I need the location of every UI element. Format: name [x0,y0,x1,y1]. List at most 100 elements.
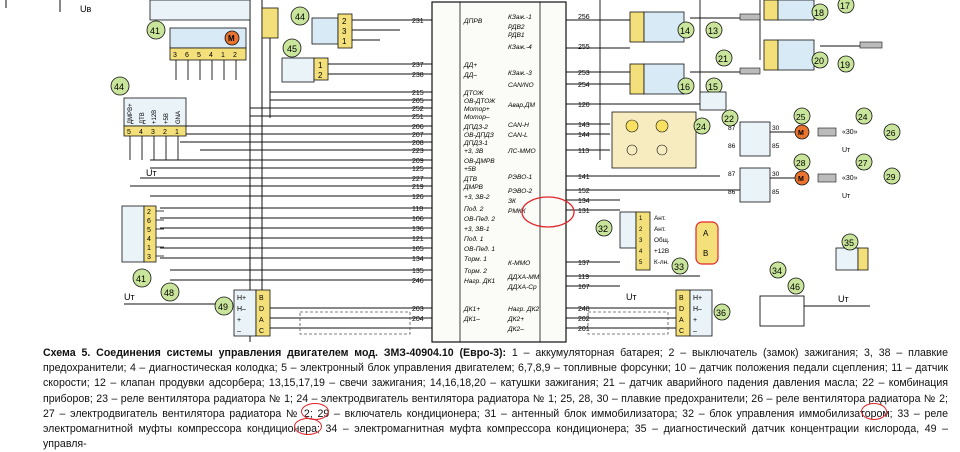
connector-label: ДТВ [140,112,146,124]
ecu-pin-number: 143 [578,122,590,129]
ecu-pin-label: Торм. 2 [464,268,487,275]
ecu-pin-number: 206 [412,124,424,131]
ecu-pin-label: РЭВО-2 [508,188,533,195]
component-marker [793,107,811,125]
svg-text:46: 46 [790,282,800,292]
ecu-pin-label: К-ММО [508,260,530,267]
connector-pin: 4 [147,236,151,243]
svg-text:22: 22 [724,114,734,124]
ecu-pin-label: ЛС-ММО [507,148,536,155]
svg-text:48: 48 [164,288,174,298]
relay-pin: 87 [728,171,736,178]
ecu-pin-number: 121 [412,236,424,243]
component-22-cluster [611,111,697,169]
ecu-pin-number: 201 [578,326,590,333]
immo-label: Ант. [654,215,666,222]
ecu-pin-number: 134 [412,256,424,263]
relay-body [739,121,771,157]
svg-text:M: M [228,34,235,43]
ecu-pin-number: 119 [578,274,589,281]
component-marker [793,153,811,171]
ecu-pin-label: ДК2+ [507,316,524,323]
svg-text:16: 16 [680,82,690,92]
connector-pin: 6 [185,52,189,59]
ecu-pin-number: 208 [412,140,424,147]
component-29-ac-switch [695,221,719,265]
ecu-pin-number: 144 [578,132,590,139]
ecu-pin-label: ОВ-ДМРВ [464,158,495,165]
svg-text:1: 1 [342,37,347,46]
connector-pin: 1 [147,245,151,252]
component-number: 27 [858,158,868,168]
relay-pin: 86 [728,143,736,150]
fan-motor-icon [794,124,810,140]
ecu-pin-label: ДПРВ [463,18,483,25]
ecu-pin-number: 237 [412,62,424,69]
component-45-marker [282,38,302,58]
ecu-pin-number: 203 [412,306,424,313]
svg-text:3: 3 [342,27,347,36]
ecu-pin-number: 256 [578,14,590,21]
ecu-pin-number: 141 [578,174,590,181]
ecu-pin-label: ДТВ [463,176,478,183]
connector-letter: D [259,306,264,313]
component-49-marker [214,296,234,316]
coil-16 [629,63,645,95]
ecu-pin-number: 238 [412,72,424,79]
connector-label: +12В [152,110,158,124]
svg-text:1: 1 [318,61,323,70]
plus30-label: «30» [842,129,858,136]
svg-text:A: A [703,229,709,238]
component-44-marker [290,6,310,26]
ecu-pin-label: Авар.ДМ [507,102,536,109]
ecu-pin-label: ОВ-Пед. 1 [464,245,495,253]
motor-icon [224,30,240,46]
component-31-marker [595,219,613,237]
connector-letter: C [259,328,264,335]
component-41-marker [146,20,166,40]
relay-body [739,167,771,203]
ecu-pin-label: ДК1+ [463,306,480,313]
svg-text:41: 41 [136,274,146,284]
svg-text:Uт: Uт [838,294,849,304]
immo-label: К-лн. [654,259,669,266]
connector-pin: 2 [163,129,167,136]
svg-text:35: 35 [844,238,854,248]
ecu-pin-label: РМКК [508,208,527,215]
coil-14 [629,11,645,43]
connector-pin: 5 [127,129,131,136]
ecu-pin-number: 113 [578,148,589,155]
immo-label: +12В [654,248,669,255]
connector-letter: D [679,306,684,313]
ecu-pin-number: 125 [412,166,424,173]
ecu-pin-number: 248 [578,306,590,313]
ecu-pin-number: 255 [578,44,590,51]
svg-text:2: 2 [318,71,323,80]
ecu-pin-label: CAN/NO [508,82,534,89]
ecu-pin-label: РЭВО-1 [508,174,533,181]
ecu-pin-label: CAN-L [508,132,528,139]
caption-title: Схема 5. Соединения системы управления д… [43,347,507,359]
relay-pin: 87 [728,125,736,132]
ecu-pin-number: 107 [578,284,590,291]
component-48-marker [160,282,180,302]
connector-pin: 4 [209,52,213,59]
immo-label: Ант. [654,226,666,233]
connector-pin: 1 [221,52,225,59]
connector-label: GNA [176,111,182,124]
svg-text:24: 24 [696,122,706,132]
ecu-pin-number: 252 [412,106,424,113]
connector-pin: 3 [151,129,155,136]
fuse [817,127,837,137]
relay-pin: 30 [772,171,780,178]
connector-pin: 1 [639,216,643,222]
relay-pin: 85 [772,143,780,150]
component-46-maf [123,97,187,127]
ecu-pin-label: Нагр. ДК2 [508,306,540,313]
svg-text:41: 41 [150,26,160,36]
connector-pin: 6 [147,218,151,225]
ecu-pin-label: ДД– [463,72,477,79]
